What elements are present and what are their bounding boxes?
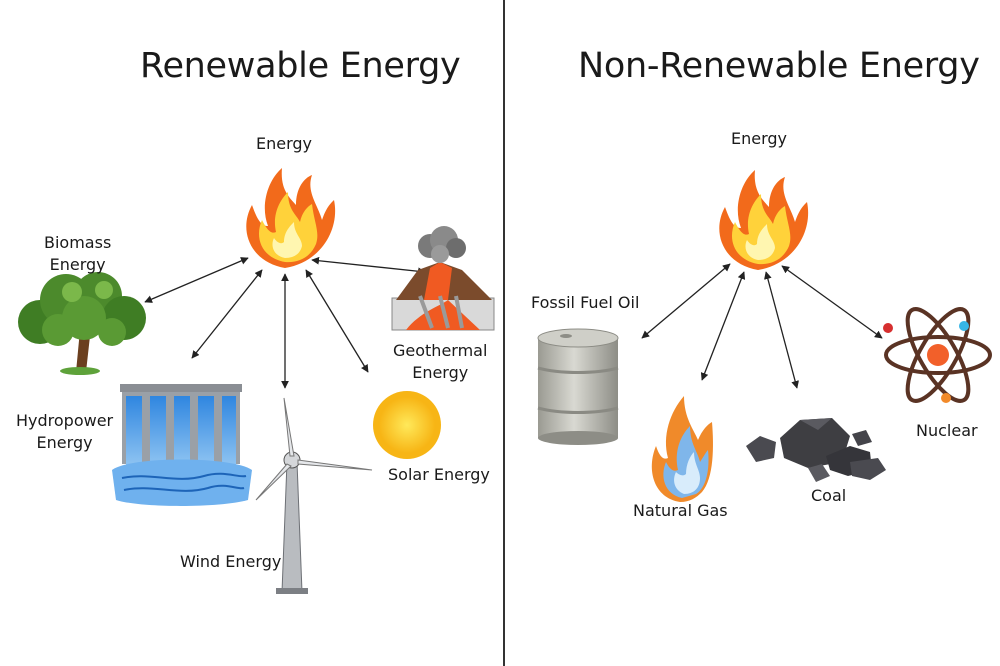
nuclear-label: Nuclear — [916, 421, 978, 440]
atom-nucleus — [927, 344, 949, 366]
gas-flame-icon — [651, 396, 713, 502]
natural-gas-label: Natural Gas — [633, 501, 728, 520]
wind-turbine-icon — [255, 397, 373, 594]
left-energy-flame-icon — [246, 168, 336, 268]
center-divider — [503, 0, 505, 666]
non-renewable-energy-center-label: Energy — [731, 129, 788, 148]
tree-icon — [18, 272, 146, 375]
coal-icon — [746, 418, 886, 482]
oil-barrel-icon — [537, 328, 619, 445]
non-renewable-title: Non-Renewable Energy — [578, 46, 980, 86]
geothermal-label-line2: Energy — [412, 363, 469, 382]
solar-energy-label: Solar Energy — [388, 465, 490, 484]
renewable-arrows — [144, 256, 426, 389]
wind-energy-label: Wind Energy — [180, 552, 282, 571]
hydropower-label-line2: Energy — [36, 433, 93, 452]
atom-icon — [884, 307, 992, 403]
fossil-fuel-oil-label: Fossil Fuel Oil — [531, 293, 640, 312]
biomass-label-line2: Energy — [49, 255, 106, 274]
electron-red — [883, 323, 893, 333]
geothermal-label-line1: Geothermal — [393, 341, 488, 360]
biomass-label-line1: Biomass — [44, 233, 112, 252]
non-renewable-arrows — [641, 263, 883, 389]
dam-icon — [112, 384, 252, 506]
electron-blue — [959, 321, 969, 331]
geothermal-label: Geothermal Energy — [393, 340, 487, 384]
volcano-icon — [391, 226, 495, 331]
renewable-energy-center-label: Energy — [256, 134, 313, 153]
hydropower-label: Hydropower Energy — [16, 410, 113, 454]
coal-label: Coal — [811, 486, 847, 505]
hydropower-label-line1: Hydropower — [16, 411, 114, 430]
electron-orange — [941, 393, 951, 403]
renewable-title: Renewable Energy — [140, 46, 461, 86]
sun-icon — [373, 391, 441, 459]
biomass-label: Biomass Energy — [44, 232, 111, 276]
right-energy-flame-icon — [719, 170, 809, 270]
